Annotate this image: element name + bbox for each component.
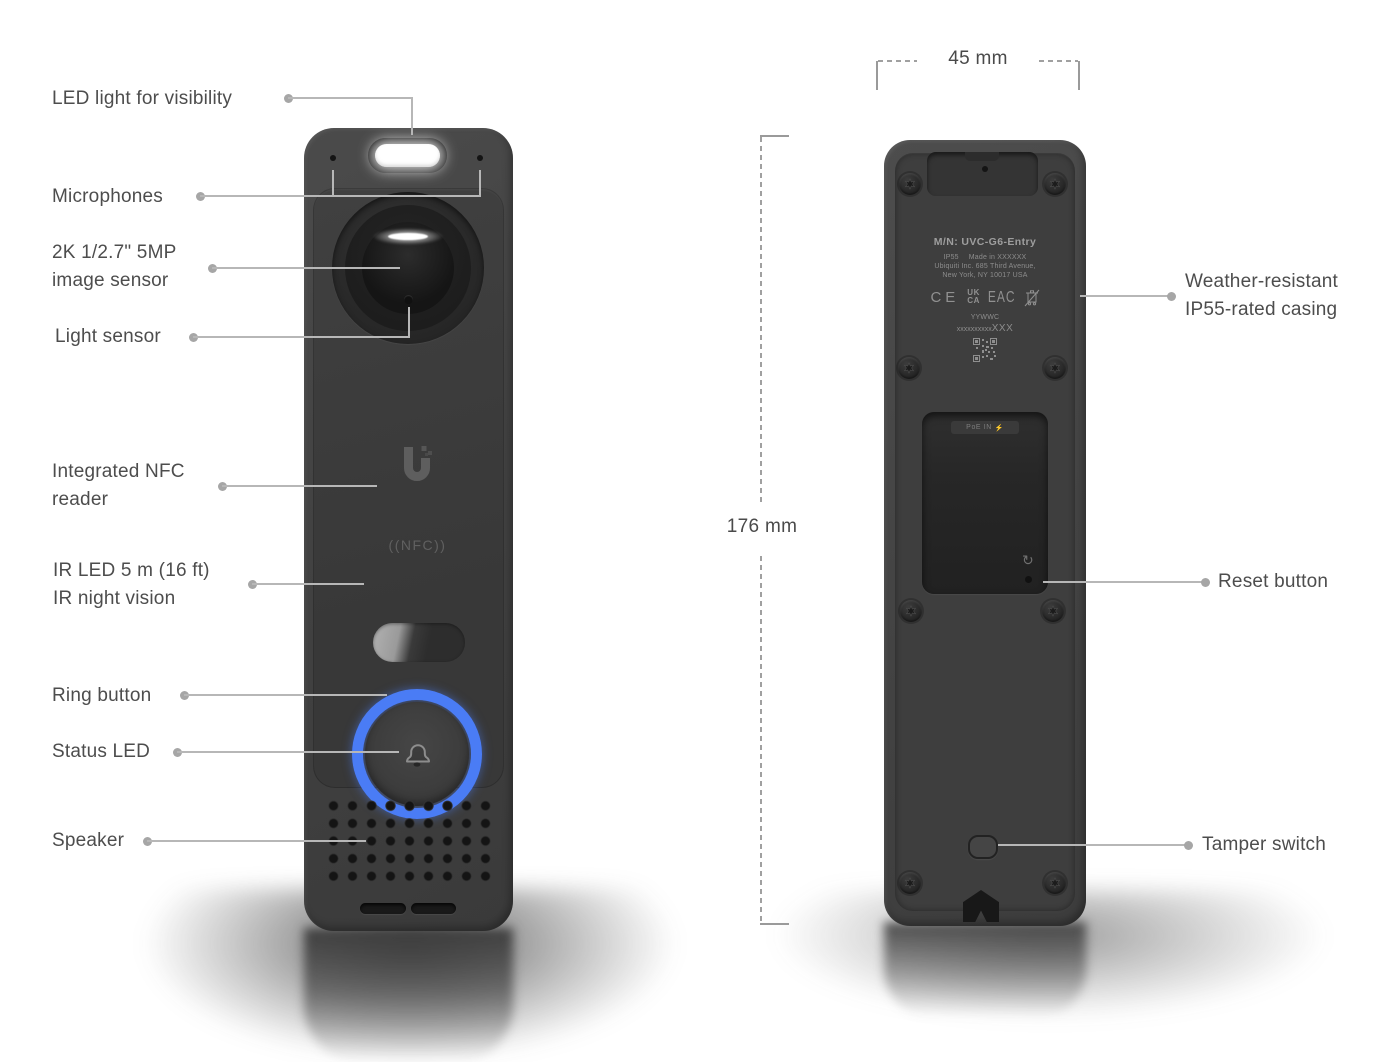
callout-reset-button: Reset button [1218, 571, 1329, 592]
leader-line [479, 170, 481, 196]
regulatory-label: M/N: UVC-G6-Entry IP55 Made in XXXXXX Ubi… [884, 236, 1086, 367]
dimension-dash-line [760, 556, 762, 923]
date-code: YYWWC [970, 314, 1000, 321]
leader-dot [1184, 841, 1193, 850]
callout-microphones: Microphones [52, 186, 163, 207]
callout-image-sensor: 2K 1/2.7" 5MP image sensor [52, 242, 177, 291]
bell-icon [406, 744, 430, 767]
torx-screw-icon [1042, 600, 1064, 622]
leader-line [193, 336, 410, 338]
leader-line [998, 844, 1188, 846]
leader-line [177, 751, 399, 753]
qr-code-icon [973, 338, 997, 362]
callout-light-sensor: Light sensor [55, 326, 161, 347]
mount-notch [965, 152, 999, 161]
ir-led [373, 623, 465, 662]
ukca-mark: UK CA [967, 288, 980, 305]
callout-nfc-reader: Integrated NFC reader [52, 461, 185, 510]
lightning-icon: ⚡ [994, 424, 1004, 432]
address-line-1: Ubiquiti Inc. 685 Third Avenue, [934, 263, 1036, 270]
mount-recess-top [927, 152, 1038, 196]
leader-line [147, 840, 366, 842]
address-line-2: New York, NY 10017 USA [942, 272, 1028, 279]
leader-line [1043, 581, 1205, 583]
leader-line [222, 485, 377, 487]
callout-tamper-switch: Tamper switch [1202, 834, 1327, 855]
made-in: Made in XXXXXX [968, 254, 1027, 261]
dimension-tick [876, 61, 878, 90]
callout-ir-led: IR LED 5 m (16 ft) IR night vision [53, 560, 210, 609]
dimension-tick [1078, 61, 1080, 90]
torx-screw-icon [898, 357, 920, 379]
leader-dot [1167, 292, 1176, 301]
rating-line: IP55 Made in XXXXXX [884, 253, 1086, 262]
doorbell-front-view: ((NFC)) [304, 128, 513, 931]
certification-marks: CE UK CA EAC [884, 286, 1086, 308]
ip-rating: IP55 [943, 254, 959, 261]
callout-speaker: Speaker [52, 830, 125, 851]
microphone-hole-left [330, 155, 336, 161]
back-reflection [884, 922, 1086, 1017]
bottom-screw-slot-left [360, 903, 406, 914]
led-light [368, 138, 447, 173]
leader-line [212, 267, 400, 269]
nfc-marking: ((NFC)) [388, 537, 447, 553]
reset-button [1025, 576, 1032, 583]
dimension-dash-line [878, 60, 917, 62]
dimension-dash-line [760, 137, 762, 505]
led-light-core [375, 144, 440, 167]
torx-screw-icon [899, 173, 921, 195]
model-number: M/N: UVC-G6-Entry [933, 236, 1037, 248]
callout-led-light: LED light for visibility [52, 88, 233, 109]
light-sensor [404, 295, 413, 304]
leader-line [408, 307, 410, 338]
lens-glint-core [388, 233, 428, 240]
weee-icon [1024, 289, 1039, 306]
callout-weather-resistant: Weather-resistant IP55-rated casing [1185, 271, 1338, 320]
leader-line [252, 583, 364, 585]
mount-hole [982, 166, 988, 172]
torx-screw-icon [1044, 357, 1066, 379]
eac-mark: EAC [987, 287, 1016, 307]
dimension-tick [760, 135, 789, 137]
ce-mark: CE [930, 288, 960, 306]
front-reflection [304, 928, 513, 1062]
height-dimension-label: 176 mm [726, 516, 798, 537]
poe-in-label: PoE IN ⚡ [951, 421, 1019, 434]
leader-line [332, 170, 334, 196]
poe-cable-recess: PoE IN ⚡ ↻ [922, 412, 1048, 594]
ubiquiti-logo [404, 446, 432, 481]
leader-line [288, 97, 413, 99]
leader-line [200, 195, 481, 197]
callout-status-led: Status LED [52, 741, 151, 762]
bottom-screw-slot-right [411, 903, 456, 914]
microphone-hole-right [477, 155, 483, 161]
tamper-switch [968, 835, 998, 859]
serial-number: xxxxxxxxxxXXX [956, 323, 1014, 334]
ring-button [365, 702, 469, 806]
width-dimension-label: 45 mm [948, 48, 1008, 69]
torx-screw-icon [1044, 872, 1066, 894]
leader-line [184, 694, 387, 696]
dimension-dash-line [1039, 60, 1078, 62]
torx-screw-icon [899, 872, 921, 894]
doorbell-back-view: M/N: UVC-G6-Entry IP55 Made in XXXXXX Ubi… [884, 140, 1086, 926]
torx-screw-icon [1044, 173, 1066, 195]
front-face-panel: ((NFC)) [313, 188, 504, 819]
callout-ring-button: Ring button [52, 685, 152, 706]
torx-screw-icon [900, 600, 922, 622]
leader-line [1080, 295, 1171, 297]
reset-icon: ↻ [1022, 552, 1034, 568]
leader-line [411, 97, 413, 135]
dimension-tick [760, 923, 789, 925]
leader-dot [1201, 578, 1210, 587]
